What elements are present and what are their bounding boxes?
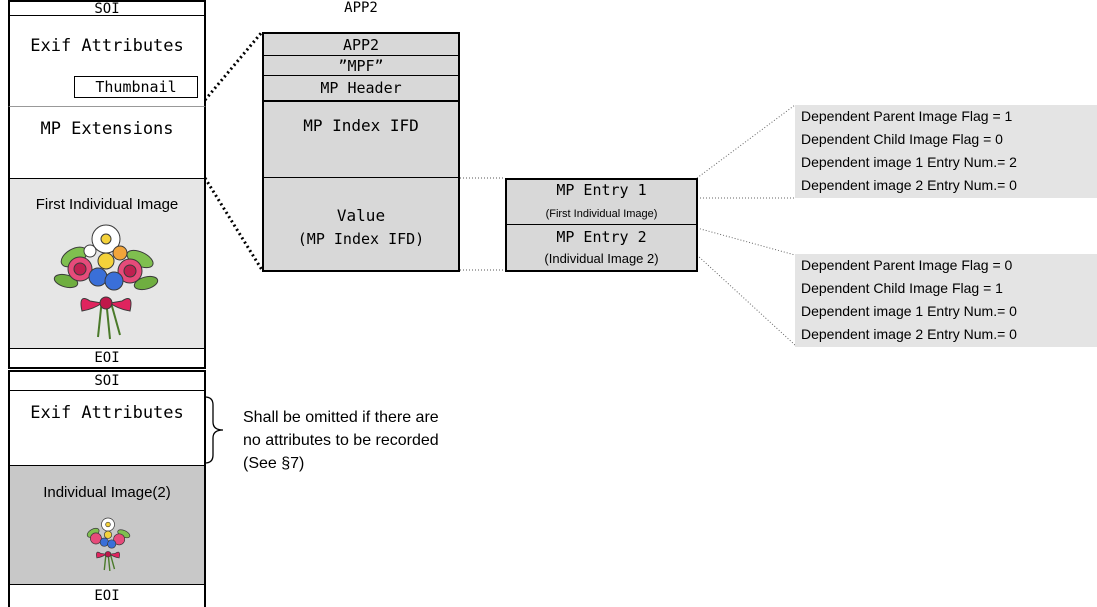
flags-pane-2: Dependent Parent Image Flag = 0 Dependen… bbox=[795, 254, 1097, 347]
flag-line: Dependent Parent Image Flag = 1 bbox=[801, 108, 1013, 124]
app2-row-mp-header: MP Header bbox=[264, 76, 458, 102]
app2-segment: APP2 ”MPF” MP Header MP Index IFD Value … bbox=[262, 32, 460, 272]
connector-app2-bottom bbox=[203, 177, 264, 271]
second-image-block: Individual Image(2) bbox=[8, 465, 206, 584]
flag-line: Dependent Child Image Flag = 0 bbox=[801, 131, 1003, 147]
connector-flags2-bottom bbox=[696, 254, 796, 346]
mp-index-ifd-label: MP Index IFD bbox=[303, 116, 419, 135]
mp-entries-box: MP Entry 1 (First Individual Image) MP E… bbox=[505, 178, 698, 272]
thumbnail-box: Thumbnail bbox=[74, 76, 198, 98]
exif-block-2: Exif Attributes bbox=[8, 391, 206, 465]
mp-entry-1: MP Entry 1 (First Individual Image) bbox=[507, 180, 696, 225]
connector-app2-top bbox=[203, 31, 264, 101]
mp-entry-2-subtitle: (Individual Image 2) bbox=[544, 251, 659, 266]
flag-line: Dependent image 1 Entry Num.= 2 bbox=[801, 154, 1017, 170]
flag-line: Dependent Child Image Flag = 1 bbox=[801, 280, 1003, 296]
exif-label-1: Exif Attributes bbox=[30, 36, 184, 56]
flag-line: Dependent image 2 Entry Num.= 0 bbox=[801, 177, 1017, 193]
connector-flags1-top bbox=[696, 104, 796, 179]
second-image-label: Individual Image(2) bbox=[43, 484, 171, 501]
exif-label-2: Exif Attributes bbox=[30, 403, 184, 423]
flags-pane-1: Dependent Parent Image Flag = 1 Dependen… bbox=[795, 105, 1097, 198]
flower-bouquet-icon bbox=[53, 224, 159, 340]
note-line-3: (See §7) bbox=[243, 455, 305, 472]
omission-note: Shall be omitted if there are no attribu… bbox=[243, 406, 563, 475]
eoi-1: EOI bbox=[8, 348, 206, 369]
app2-row-app2: APP2 bbox=[264, 34, 458, 56]
app2-caption: APP2 bbox=[344, 0, 378, 16]
note-line-1: Shall be omitted if there are bbox=[243, 409, 439, 426]
flag-line: Dependent image 2 Entry Num.= 0 bbox=[801, 326, 1017, 342]
soi-2: SOI bbox=[8, 370, 206, 391]
soi-1: SOI bbox=[8, 0, 206, 17]
mp-extensions-block: MP Extensions bbox=[8, 106, 206, 178]
eoi-2: EOI bbox=[8, 584, 206, 607]
exif-block-1: Exif Attributes Thumbnail bbox=[8, 16, 206, 106]
connector-flags2-top bbox=[696, 227, 796, 256]
app2-divider bbox=[264, 177, 458, 178]
first-image-block: First Individual Image bbox=[8, 178, 206, 348]
mp-entry-1-subtitle: (First Individual Image) bbox=[545, 208, 658, 220]
note-line-2: no attributes to be recorded bbox=[243, 432, 439, 449]
first-image-label: First Individual Image bbox=[35, 196, 179, 213]
flag-line: Dependent image 1 Entry Num.= 0 bbox=[801, 303, 1017, 319]
mp-extensions-label: MP Extensions bbox=[40, 119, 174, 139]
value-sub-label: (MP Index IFD) bbox=[297, 230, 425, 248]
flower-bouquet-icon bbox=[86, 517, 131, 571]
mp-entry-2-title: MP Entry 2 bbox=[556, 228, 647, 246]
app2-row-mpf: ”MPF” bbox=[264, 56, 458, 76]
mp-entry-1-title: MP Entry 1 bbox=[556, 181, 647, 199]
mp-entry-2: MP Entry 2 (Individual Image 2) bbox=[507, 226, 696, 270]
value-label: Value bbox=[336, 206, 386, 225]
flag-line: Dependent Parent Image Flag = 0 bbox=[801, 257, 1013, 273]
curly-brace bbox=[204, 396, 224, 464]
